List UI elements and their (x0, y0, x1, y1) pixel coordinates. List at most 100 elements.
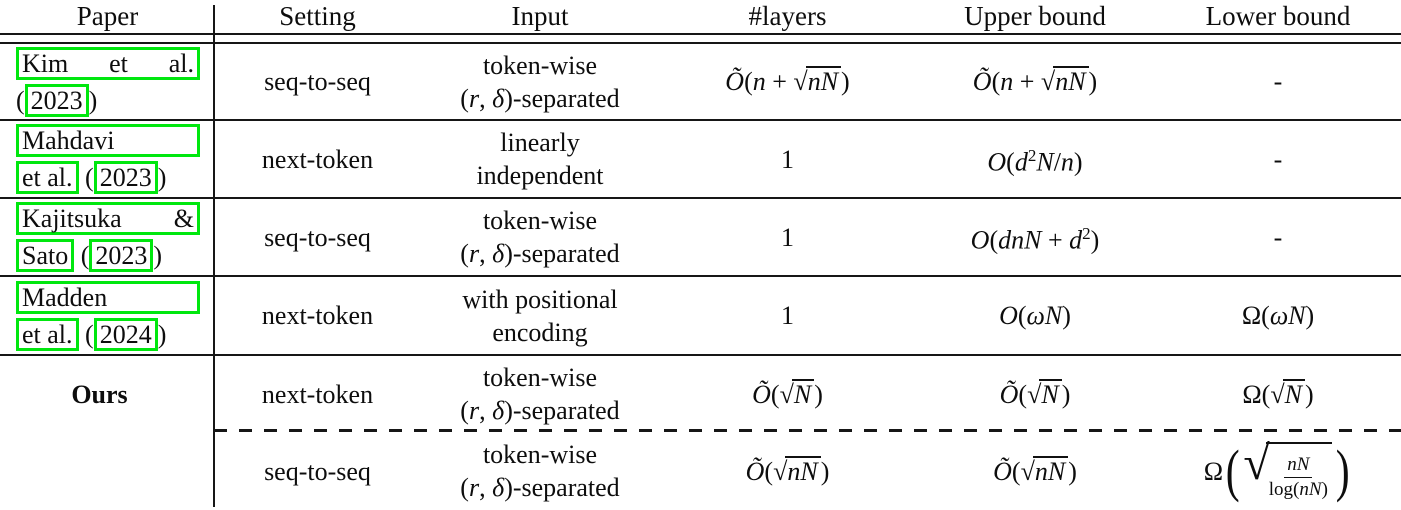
header-input: Input (511, 1, 569, 31)
math-var: n (1011, 225, 1025, 255)
sqrt-expression: √N (779, 378, 815, 409)
math-var: N (800, 456, 818, 486)
radicand: nN (785, 455, 821, 486)
math-var: r (468, 83, 480, 113)
math-var: ω (1269, 301, 1289, 330)
citation-link[interactable]: Sato (16, 239, 75, 272)
citation-link[interactable]: 2024 (93, 317, 158, 351)
header-row: Paper Setting Input #layers Upper bound … (0, 0, 1401, 33)
paper-text: ( (78, 319, 94, 349)
formula: (r, δ) (460, 473, 513, 502)
input-suffix: -separated (512, 83, 620, 113)
citation-link[interactable]: 2023 (93, 161, 158, 194)
math-var: O (970, 225, 990, 255)
paper-line: Kajitsuka& (16, 202, 200, 235)
input-suffix: -separated (512, 473, 620, 502)
math-var: N (1044, 301, 1063, 330)
formula: Õ(√N) (999, 378, 1071, 409)
cell-setting: seq-to-seq (215, 44, 420, 119)
radical-sign: √ (1020, 456, 1035, 486)
citation-link[interactable]: Mahdavi (16, 124, 200, 157)
cell-lower-bound: - (1155, 121, 1401, 197)
cell-paper: Kajitsuka&Sato (2023) (0, 199, 215, 275)
citation-link[interactable]: Kim et al. (16, 46, 200, 80)
citation-link[interactable]: et al. (16, 161, 79, 194)
cell-input: token-wise(r, δ)-separated (420, 199, 660, 275)
citation-word: Kim (22, 48, 69, 78)
paper-line: Madden (16, 280, 200, 314)
formula: Õ(√nN) (745, 455, 830, 486)
math-var: Õ (993, 456, 1012, 486)
citation-link[interactable]: et al. (16, 317, 79, 351)
formula: Õ(√N) (752, 378, 823, 409)
math-var: n (807, 67, 821, 96)
math-var: Õ (725, 67, 745, 96)
radical-sign: √ (1027, 379, 1041, 409)
cell-upper-bound: Õ(n + √nN) (915, 44, 1155, 119)
value-text: - (1273, 144, 1283, 174)
formula: Ω(√N) (1242, 378, 1314, 409)
math-var: n (1000, 67, 1014, 96)
radicand: nN (1032, 455, 1069, 486)
math-var: δ (492, 473, 505, 502)
math-var: N (1036, 147, 1054, 177)
header-upper-bound: Upper bound (964, 1, 1106, 31)
formula: O(ωN) (999, 301, 1071, 330)
cell-layers: 1 (660, 199, 915, 275)
input-line1: token-wise (482, 363, 598, 392)
math-var: N (820, 67, 839, 96)
math-var: N (1308, 478, 1322, 500)
citation-word: et (109, 48, 128, 78)
radicand: nN (1053, 66, 1089, 96)
math-var: N (1024, 225, 1042, 255)
header-double-rule (0, 33, 1401, 44)
cell-paper-empty (0, 432, 215, 510)
paper-text: ) (157, 319, 167, 349)
sqrt-expression: √N (1027, 378, 1062, 409)
radical-sign: √ (779, 379, 794, 409)
cell-upper-bound: Õ(√N) (915, 356, 1155, 432)
math-var: n (1055, 67, 1069, 96)
input-line2: independent (476, 161, 604, 190)
math-var: N (1047, 456, 1066, 486)
cell-lower-bound: Ω(ωN) (1155, 277, 1401, 354)
setting-value: next-token (261, 379, 374, 409)
cell-upper-bound: O(dnN + d2) (915, 199, 1155, 275)
math-var: n (1287, 453, 1297, 475)
math-var: O (999, 301, 1018, 330)
citation-link[interactable]: Kajitsuka& (16, 202, 200, 235)
cell-layers: 1 (660, 277, 915, 354)
citation-word: al. (168, 48, 194, 78)
math-var: r (468, 473, 480, 502)
math-var: n (1034, 456, 1048, 486)
dashed-row-separator (214, 429, 1401, 432)
cell-lower-bound: - (1155, 199, 1401, 275)
input-suffix: -separated (512, 239, 620, 268)
input-line2: (r, δ)-separated (460, 82, 619, 115)
setting-value: seq-to-seq (264, 456, 371, 486)
setting-value: next-token (261, 301, 374, 330)
cell-upper-bound: Õ(√nN) (915, 432, 1155, 510)
input-line1: token-wise (482, 206, 598, 235)
formula: Õ(n + √nN) (725, 66, 850, 96)
value-text: - (1273, 222, 1283, 252)
sqrt-expression: √nN (773, 455, 821, 486)
citation-link[interactable]: Madden (16, 280, 200, 314)
paper-line: et al. (2024) (16, 317, 167, 351)
cell-layers: 1 (660, 121, 915, 197)
math-var: n (787, 456, 801, 486)
paper-text: ) (157, 163, 167, 192)
denominator: log(nN) (1268, 478, 1328, 500)
cell-layers: Õ(√N) (660, 356, 915, 432)
citation-link[interactable]: 2023 (89, 239, 154, 272)
citation-link[interactable]: 2023 (24, 83, 89, 117)
math-var: n (1299, 478, 1309, 500)
math-var: N (1041, 379, 1059, 409)
